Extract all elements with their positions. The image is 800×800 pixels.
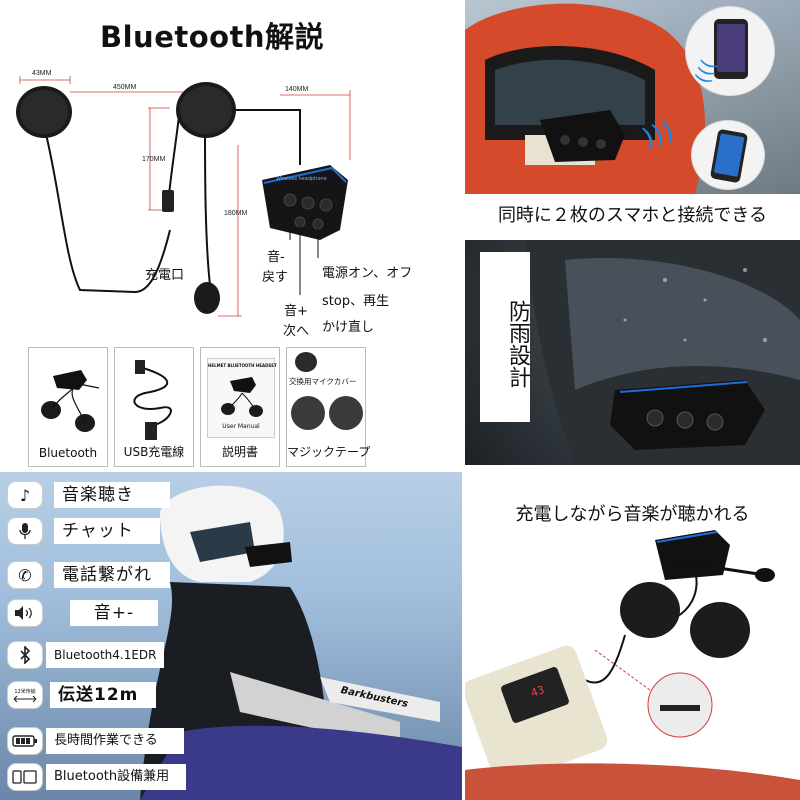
microphone-icon — [8, 518, 42, 544]
feature-music: 音楽聴き — [54, 482, 170, 508]
device-brand-text: Wireless headphone — [276, 176, 327, 182]
feature-range: 伝送12m — [50, 682, 156, 708]
charge-caption: 充電しながら音楽が聴かれる — [515, 504, 750, 525]
label-stop-play: stop、再生 — [322, 294, 390, 309]
battery-icon — [8, 728, 42, 754]
music-note-icon: ♪ — [8, 482, 42, 508]
phone-bubble-bottom — [691, 120, 765, 190]
headset-thumbnail-icon — [41, 370, 100, 432]
range-icon-text: 12米传输 — [14, 688, 36, 695]
manual-title: HELMET BLUETOOTH HEADSET — [208, 363, 277, 368]
package-item-headset: Bluetooth — [28, 347, 108, 467]
feature-compatible: Bluetooth設備兼用 — [46, 764, 186, 790]
helmet-illustration — [465, 3, 705, 194]
feature-bluetooth-version: Bluetooth4.1EDR — [46, 642, 164, 668]
charge-plug — [162, 190, 174, 212]
label-back: 戻す — [262, 270, 289, 285]
rainproof-label: 防雨設計 — [505, 300, 530, 388]
volume-icon — [8, 600, 42, 626]
phone-icon-bottom — [709, 128, 749, 184]
manual-subtitle: User Manual — [222, 423, 260, 430]
phone-bubble-top — [685, 6, 775, 96]
dim-140mm: 140MM — [285, 86, 309, 93]
helmet-phones-photo: ))) ))) — [465, 0, 800, 194]
feature-volume: 音+- — [70, 600, 158, 626]
package-item-velcro: 交換用マイクカバー マジックテープ — [286, 347, 371, 467]
range-icon: 12米传输 — [8, 682, 42, 708]
dimension-diagram: Bluetooth解説 — [0, 0, 462, 338]
package-label-usb: USB充電線 — [123, 445, 185, 459]
feature-call: 電話繋がれ — [54, 562, 170, 588]
velcro-pad-icon-left — [291, 396, 325, 430]
rainproof-photo — [465, 240, 800, 465]
package-item-manual: HELMET BLUETOOTH HEADSET User Manual 説明書 — [200, 347, 280, 467]
velcro-pad-icon-right — [329, 396, 363, 430]
dim-170mm: 170MM — [142, 156, 166, 163]
label-charge-port: 充電口 — [145, 268, 185, 283]
device-icon — [8, 764, 42, 790]
feature-chat: チャット — [54, 518, 160, 544]
dim-43mm: 43MM — [32, 70, 52, 77]
package-label-manual: 説明書 — [221, 445, 258, 459]
package-label-headset: Bluetooth — [38, 446, 98, 460]
rainproof-label-box — [480, 252, 530, 422]
usb-cable-icon — [133, 360, 172, 440]
phone-icon-top — [714, 19, 748, 79]
rider-illustration — [140, 485, 462, 800]
manual-headset-image — [221, 377, 263, 417]
bluetooth-icon — [8, 642, 42, 668]
label-vol-down: 音- — [267, 250, 285, 265]
mic-cover-icon — [295, 352, 317, 372]
charging-illustration — [465, 530, 800, 800]
package-item-usb-cable: USB充電線 — [114, 347, 194, 467]
dual-phone-caption: 同時に２枚のスマホと接続できる — [465, 196, 800, 236]
label-next: 次へ — [283, 324, 310, 338]
microphone — [194, 282, 220, 314]
headset-drawing: Wireless headphone — [16, 76, 351, 317]
phone-icon: ✆ — [8, 562, 42, 588]
label-vol-up: 音+ — [284, 304, 308, 319]
package-label-mic-cover: 交換用マイクカバー — [289, 377, 357, 386]
package-label-velcro: マジックテープ — [287, 445, 371, 459]
rain-helmet-illustration — [525, 240, 800, 465]
feature-long-use: 長時間作業できる — [46, 728, 184, 754]
diagram-title: Bluetooth解説 — [100, 20, 325, 54]
label-redial: かけ直し — [322, 320, 375, 335]
dim-180mm: 180MM — [224, 210, 248, 217]
manual-cover: HELMET BLUETOOTH HEADSET User Manual — [207, 358, 277, 438]
charging-photo: 43 — [465, 530, 800, 800]
label-power: 電源オン、オフ — [322, 266, 413, 281]
dim-450mm: 450MM — [113, 84, 137, 91]
